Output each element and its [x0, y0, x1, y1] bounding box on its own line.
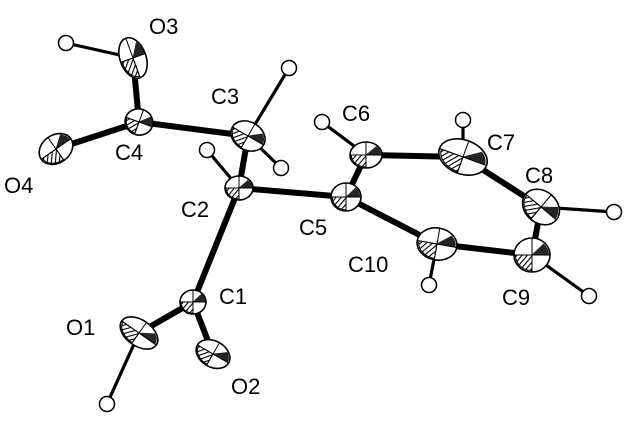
bond-c4-c3 [136, 119, 251, 139]
label-o2: O2 [231, 374, 260, 399]
atom-c4 [124, 108, 154, 136]
hydrogen-atom-h-c9 [580, 287, 598, 305]
atom-c6 [349, 141, 383, 169]
hydrogen-atom-h-c8 [605, 203, 623, 221]
label-o3: O3 [149, 14, 178, 39]
hydrogen-atom-h-c3a [280, 59, 298, 77]
label-o4: O4 [4, 173, 33, 198]
label-c9: C9 [502, 285, 530, 310]
hydrogen-atom-h-c7 [454, 111, 472, 129]
label-c3: C3 [211, 84, 239, 109]
hydrogen-atom-h-c2 [198, 141, 216, 159]
bond-c2-c5 [236, 185, 349, 200]
label-c1: C1 [219, 284, 247, 309]
label-c7: C7 [487, 130, 515, 155]
atom-o4 [38, 132, 74, 166]
hydrogen-atom-h-c6 [313, 113, 331, 131]
label-c4: C4 [115, 140, 143, 165]
hydrogen-atom-h-c3b [272, 159, 290, 177]
atom-c9 [513, 237, 551, 273]
label-c2: C2 [181, 197, 209, 222]
label-c10: C10 [348, 252, 388, 277]
hydrogen-atom-h-c10 [420, 276, 438, 294]
atom-c10 [416, 227, 458, 261]
label-o1: O1 [66, 315, 95, 340]
bond-c2-c1 [190, 185, 242, 305]
atom-c1 [179, 289, 207, 315]
atom-c5 [330, 182, 362, 212]
hydrogen-atom-h-o1 [98, 395, 116, 413]
atom-c8 [521, 188, 561, 226]
atom-o2 [195, 338, 231, 370]
atom-c7 [437, 138, 489, 176]
label-c5: C5 [299, 215, 327, 240]
atom-o1 [119, 316, 159, 350]
hydrogen-atom-h-o3 [57, 34, 75, 52]
atom-o3 [118, 36, 148, 80]
atom-c3 [230, 120, 266, 152]
label-c6: C6 [342, 101, 370, 126]
atom-c2 [224, 175, 254, 201]
label-c8: C8 [525, 163, 553, 188]
